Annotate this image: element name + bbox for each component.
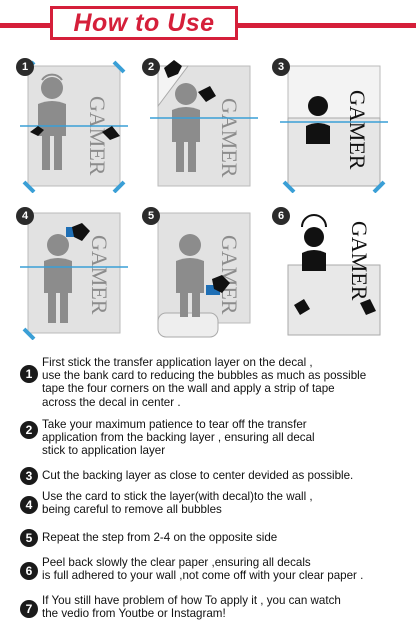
step-badge-5: 5 xyxy=(142,207,160,225)
step-3-illustration: GAMER xyxy=(280,65,388,193)
step-2-illustration: GAMER xyxy=(150,60,258,187)
step-panel-4: GAMER 4 xyxy=(16,205,128,340)
svg-text:GAMER: GAMER xyxy=(217,235,242,315)
instruction-5: 5 Repeat the step from 2-4 on the opposi… xyxy=(20,529,410,547)
step-4-illustration: GAMER xyxy=(20,212,128,340)
instruction-7: 7 If You still have problem of how To ap… xyxy=(20,594,410,622)
instruction-2: 2 Take your maximum patience to tear off… xyxy=(20,418,410,460)
instruction-number-7: 7 xyxy=(20,600,38,618)
instruction-text-6: Peel back slowly the clear paper ,ensuri… xyxy=(42,556,364,583)
step-panel-6: GAMER 6 xyxy=(272,205,388,340)
page-title: How to Use xyxy=(73,8,215,37)
instruction-number-1: 1 xyxy=(20,365,38,383)
instruction-text-5: Repeat the step from 2-4 on the opposite… xyxy=(42,531,278,544)
instruction-text-7: If You still have problem of how To appl… xyxy=(42,594,341,621)
step-1-illustration: GAMER xyxy=(20,60,128,193)
step-panel-3: GAMER 3 xyxy=(272,58,388,193)
step-badge-4: 4 xyxy=(16,207,34,225)
step-5-illustration: GAMER xyxy=(157,212,251,338)
step-badge-6: 6 xyxy=(272,207,290,225)
header: How to Use xyxy=(0,6,416,40)
step-6-illustration: GAMER xyxy=(287,214,381,336)
step-badge-2: 2 xyxy=(142,58,160,76)
svg-text:GAMER: GAMER xyxy=(87,235,112,315)
header-rule-right xyxy=(236,23,416,28)
step-badge-3: 3 xyxy=(272,58,290,76)
instruction-text-1: First stick the transfer application lay… xyxy=(42,356,367,409)
instruction-number-3: 3 xyxy=(20,467,38,485)
svg-text:GAMER: GAMER xyxy=(345,90,370,170)
step-badge-1: 1 xyxy=(16,58,34,76)
instruction-4: 4 Use the card to stick the layer(with d… xyxy=(20,490,410,518)
header-title-box: How to Use xyxy=(50,6,238,40)
instruction-3: 3 Cut the backing layer as close to cent… xyxy=(20,467,410,485)
instruction-6: 6 Peel back slowly the clear paper ,ensu… xyxy=(20,556,410,584)
instruction-number-6: 6 xyxy=(20,562,38,580)
step-panel-1: GAMER 1 xyxy=(16,58,128,193)
instruction-text-2: Take your maximum patience to tear off t… xyxy=(42,418,315,458)
step-panel-2: GAMER 2 xyxy=(142,58,258,193)
instruction-1: 1 First stick the transfer application l… xyxy=(20,356,410,412)
instruction-number-4: 4 xyxy=(20,496,38,514)
svg-text:GAMER: GAMER xyxy=(85,96,110,176)
instruction-number-2: 2 xyxy=(20,421,38,439)
svg-text:GAMER: GAMER xyxy=(347,221,372,301)
instruction-text-4: Use the card to stick the layer(with dec… xyxy=(42,490,313,517)
header-rule-left xyxy=(0,23,50,28)
instruction-number-5: 5 xyxy=(20,529,38,547)
step-panel-5: GAMER 5 xyxy=(142,205,258,340)
svg-text:GAMER: GAMER xyxy=(217,98,242,178)
instruction-text-3: Cut the backing layer as close to center… xyxy=(42,469,354,482)
